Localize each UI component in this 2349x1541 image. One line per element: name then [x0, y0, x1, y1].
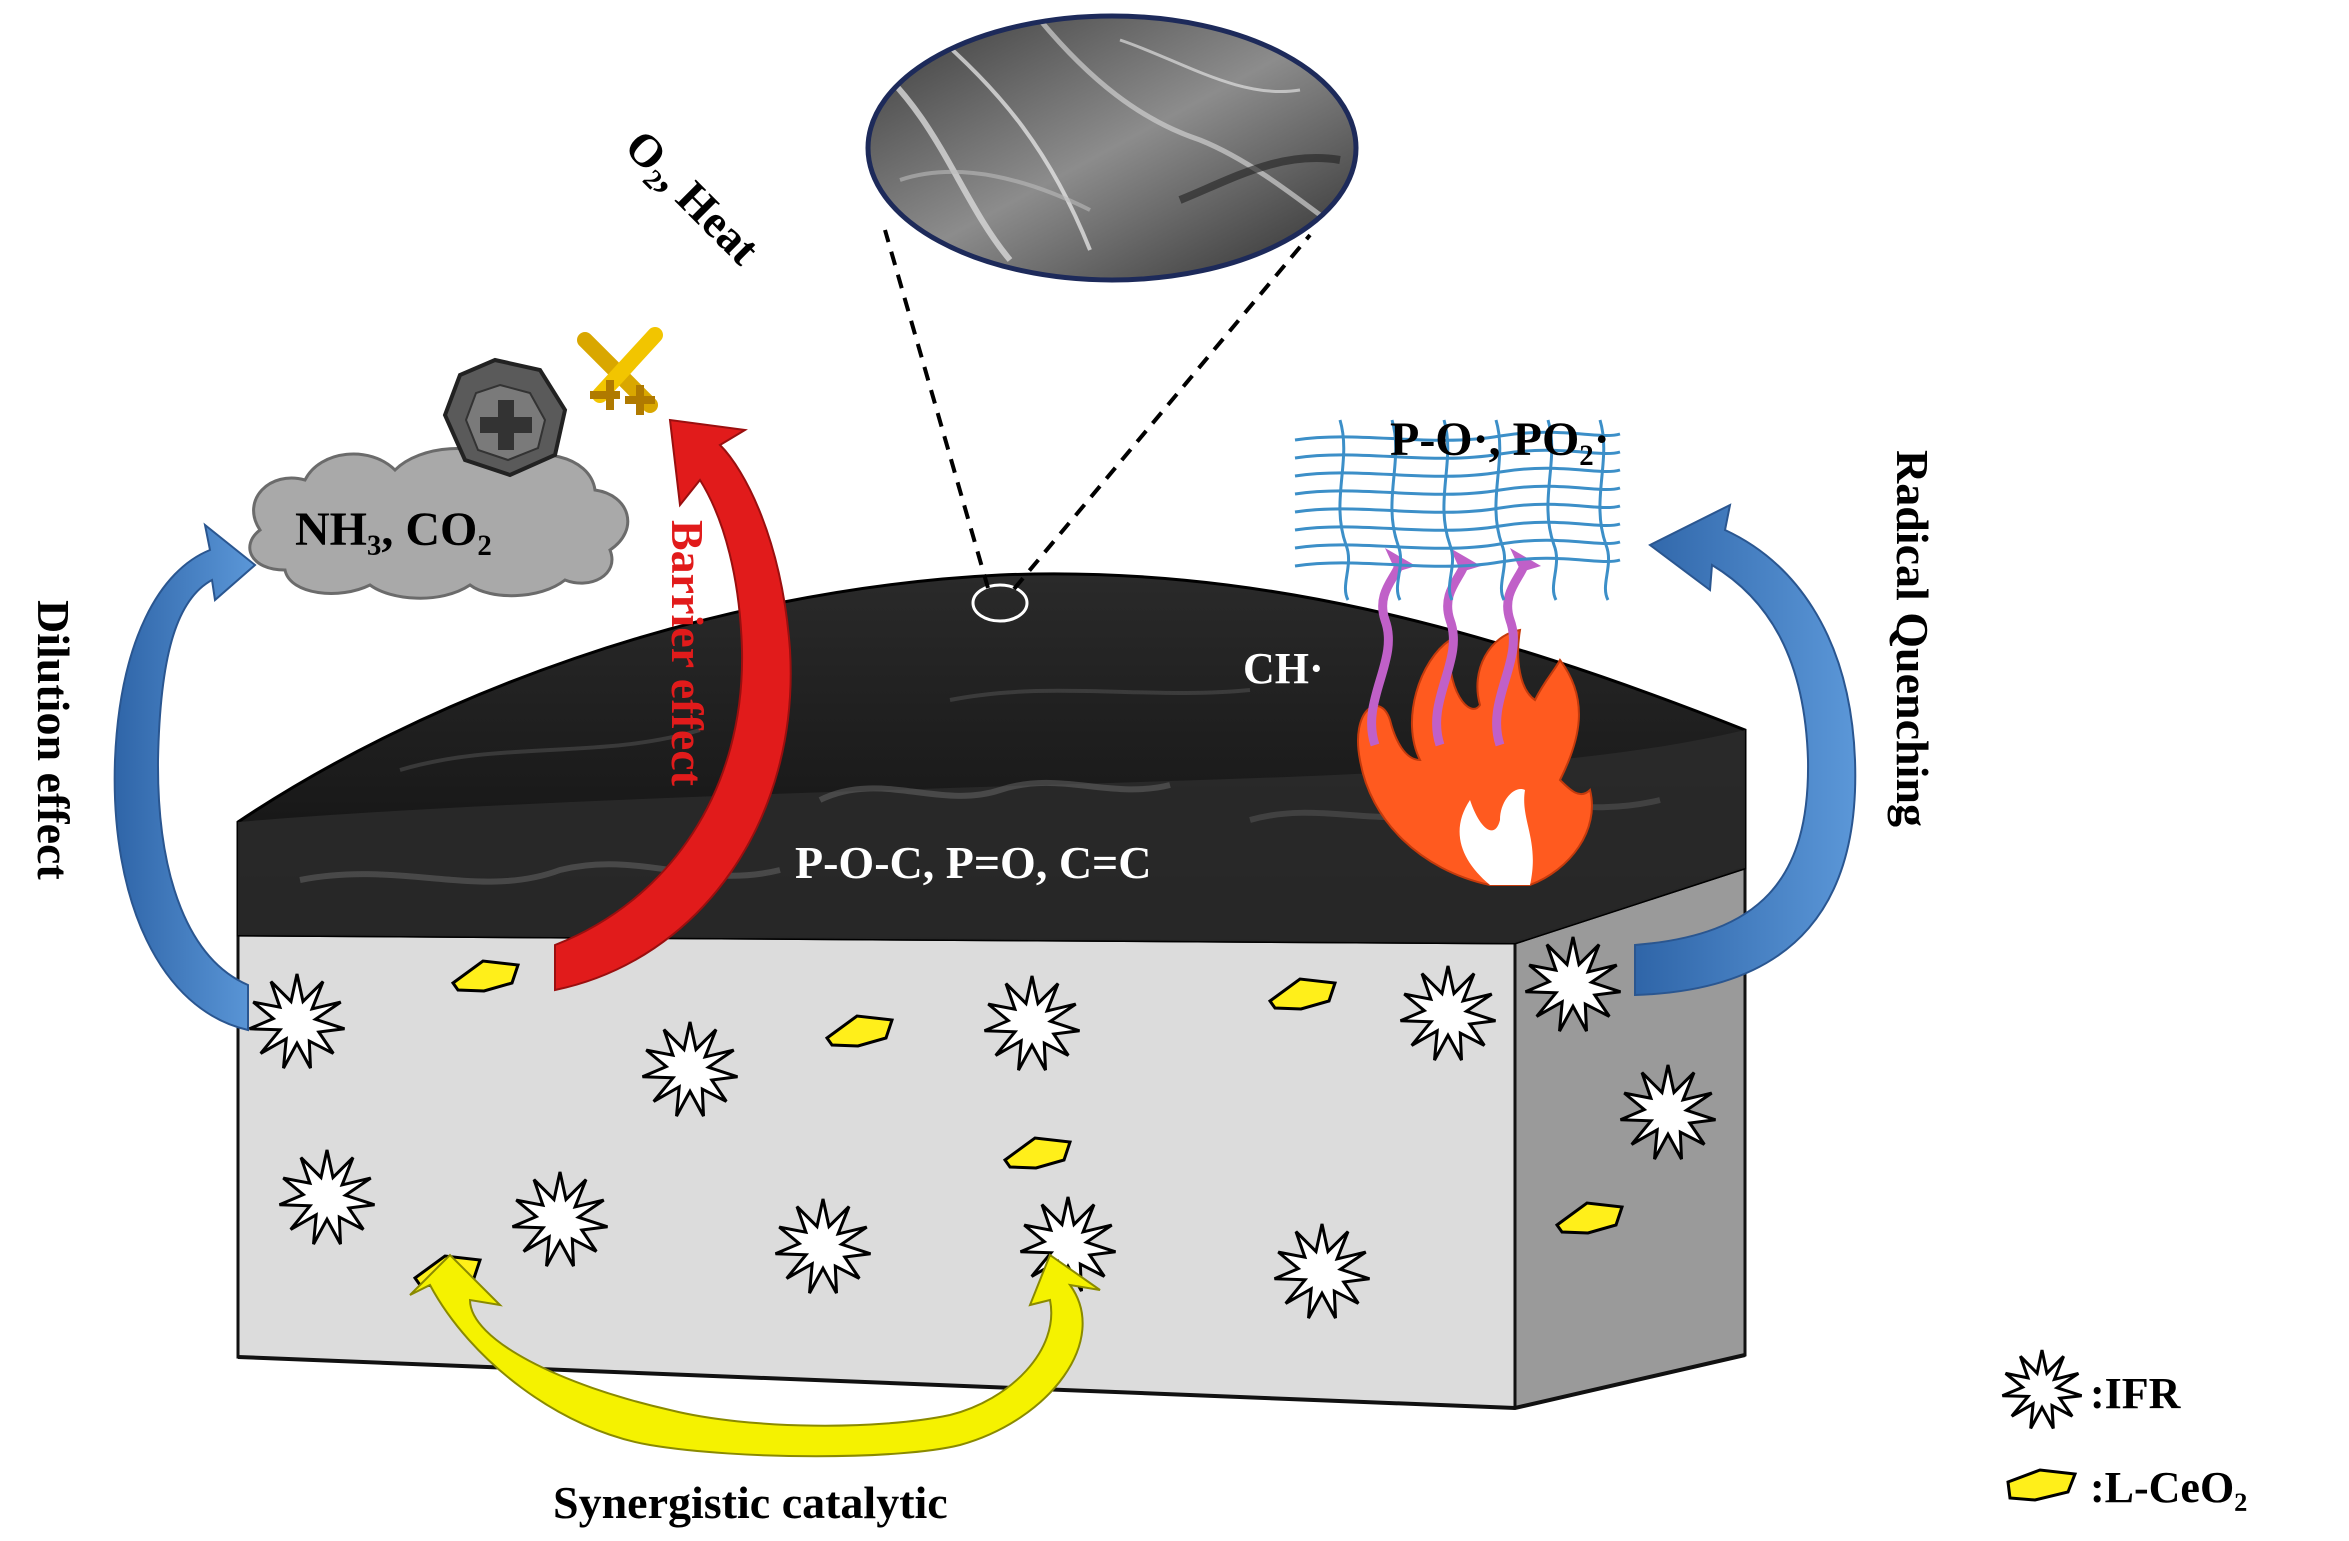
radicals-label: P-O·, PO₂· [1390, 413, 1610, 466]
ifr-star-icon [1273, 1223, 1370, 1319]
flame-icon [1357, 628, 1593, 886]
ceo2-flake-icon [824, 1014, 895, 1048]
net-strand [1294, 502, 1621, 514]
net-strand [1338, 419, 1351, 601]
radical-quenching-label: Radical Quenching [1887, 450, 1938, 827]
legend-ceo2-flake-icon [2006, 1468, 2078, 1502]
ifr-star-icon [1524, 936, 1621, 1032]
net-strand [1546, 419, 1559, 601]
barrier-arrow [554, 418, 792, 992]
radical-quenching-arrow [1634, 503, 1857, 997]
net-strand [1390, 419, 1403, 601]
sem-spot-marker [971, 583, 1029, 623]
char-bonds-label: P-O-C, P=O, C=C [795, 837, 1151, 888]
net-strand [1294, 556, 1621, 568]
dilution-arrow [113, 522, 257, 1032]
net-strand [1494, 419, 1507, 601]
barrier-effect-label: Barrier effect [662, 520, 713, 787]
ifr-star-icon [2001, 1349, 2083, 1430]
block-bottom-edge [237, 1353, 1746, 1411]
legend-ifr-label: :IFR [2090, 1369, 2182, 1418]
gas-cloud-icon [248, 447, 630, 600]
dilution-effect-label: Dilution effect [28, 600, 79, 880]
synergistic-label: Synergistic catalytic [553, 1477, 948, 1528]
block-front-face [236, 933, 1517, 1410]
synergistic-arrow [409, 1253, 1101, 1458]
net-strand [1294, 466, 1621, 478]
net-strand [1294, 448, 1621, 460]
net-strand [1294, 484, 1621, 496]
zoom-line-left [883, 229, 990, 589]
legend: :IFR :L-CeO₂ [2001, 1349, 2247, 1512]
net-strand [1294, 430, 1621, 442]
ifr-star-icon [248, 973, 345, 1069]
ceo2-flake-icon [1002, 1136, 1073, 1170]
ifr-star-icon [511, 1171, 608, 1267]
ceo2-flake-icon [1267, 977, 1338, 1011]
zoom-line-right [1012, 233, 1312, 591]
o2-heat-label: O₂, Heat [616, 120, 771, 275]
ch-radical-label: CH· [1243, 644, 1324, 693]
ifr-star-icon [774, 1198, 871, 1294]
ifr-star-icon [1619, 1064, 1716, 1160]
ceo2-flake-icon [450, 959, 521, 993]
shield-icon [442, 357, 568, 478]
ifr-star-icon [641, 1021, 738, 1117]
ifr-stars [248, 936, 1716, 1319]
net-strand [1294, 520, 1621, 532]
ifr-star-icon [1399, 965, 1496, 1061]
net-strand [1598, 419, 1611, 601]
legend-ifr-star-icon [2001, 1349, 2083, 1430]
legend-ceo2-label: :L-CeO₂ [2090, 1463, 2247, 1512]
net-strand [1294, 538, 1621, 550]
nh3-co2-label: NH₃, CO₂ [295, 503, 492, 556]
crossed-swords-icon [577, 327, 663, 415]
radical-net-icon [1294, 419, 1621, 601]
sem-inset [865, 13, 1359, 591]
ifr-star-icon [983, 975, 1080, 1071]
ceo2-flake-icon [1554, 1201, 1625, 1235]
net-strand [1442, 419, 1455, 601]
ifr-star-icon [278, 1149, 375, 1245]
